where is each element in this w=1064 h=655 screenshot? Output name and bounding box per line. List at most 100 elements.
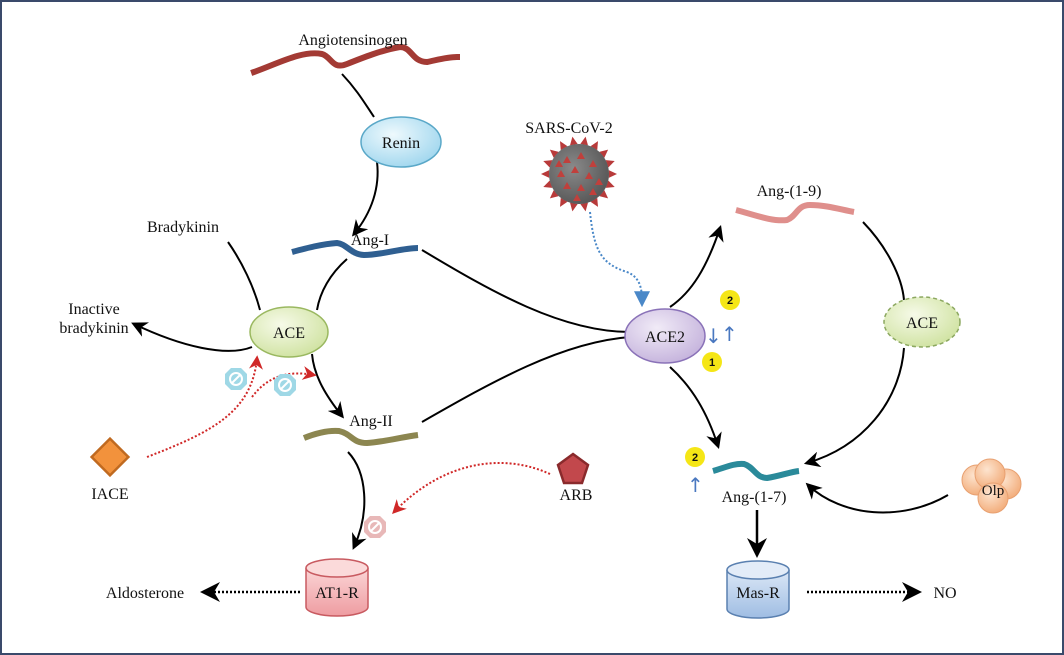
ace2-node[interactable]: ACE2 <box>624 308 706 364</box>
ang-i-label: Ang-I <box>351 232 389 249</box>
virus-spike <box>543 180 553 188</box>
olp-label: Olp <box>982 483 1005 499</box>
aldosterone-label: Aldosterone <box>106 585 184 602</box>
virus-body <box>549 144 609 204</box>
virus-spike <box>549 149 559 158</box>
olp-to-ang-1-7-arrow <box>805 482 949 514</box>
ang-ii-to-at1r-arrow <box>347 451 367 550</box>
arb-node[interactable]: ARB <box>556 452 593 504</box>
virus-spike <box>608 170 617 178</box>
at1r-label: AT1-R <box>315 585 359 602</box>
pentagon-icon <box>556 452 590 485</box>
ang-i-to-ace-line <box>316 258 348 311</box>
up-arrow-icon: ↑ <box>721 322 738 346</box>
coronavirus-icon <box>541 136 617 212</box>
prohibition-octagon-icon <box>274 374 296 396</box>
virus-spike <box>570 202 578 212</box>
renin-node[interactable]: Renin <box>360 116 442 168</box>
prohibition-octagon-icon <box>364 516 386 538</box>
badge-2-ang-1-7: 2 <box>685 447 705 467</box>
ace-left-label: ACE <box>273 325 305 342</box>
virus-protein <box>595 178 603 185</box>
mas-r-label: Mas-R <box>736 585 780 602</box>
ang-i-peptide <box>291 239 419 259</box>
bradykinin-line <box>227 241 261 311</box>
ang-1-7-peptide <box>712 460 800 482</box>
ace2-to-ang-1-7-arrow <box>669 366 722 450</box>
sars-cov-2-label: SARS-CoV-2 <box>525 120 612 137</box>
badge-1-ace2: 1 <box>702 352 722 372</box>
virus-protein <box>589 160 597 167</box>
ace2-to-ang-1-9-arrow <box>669 224 724 308</box>
ace-to-ang-ii-arrow <box>311 353 344 419</box>
no-label: NO <box>933 585 956 602</box>
ang-ii-peptide <box>302 427 419 447</box>
renin-label: Renin <box>382 135 420 152</box>
ace-left-node[interactable]: ACE <box>249 306 329 358</box>
angiotensinogen-to-renin-line <box>341 73 375 118</box>
ang-1-9-to-ace-line <box>862 221 905 301</box>
diamond-icon <box>89 436 131 478</box>
virus-protein <box>573 194 581 201</box>
virus-spike <box>590 197 598 207</box>
ang-i-to-ace2-line <box>421 249 631 333</box>
virus-spike <box>580 136 588 146</box>
virus-protein <box>589 188 597 195</box>
inactive-bradykinin-label-line2: bradykinin <box>59 320 128 337</box>
cylinder-icon <box>305 558 369 617</box>
virus-protein <box>555 160 563 167</box>
ang-1-9-peptide <box>735 201 855 224</box>
arb-to-at1r-inhibit-arrow <box>392 462 551 515</box>
virus-spike <box>560 197 568 207</box>
iace-label: IACE <box>91 486 128 503</box>
virus-spike <box>560 141 568 151</box>
angiotensinogen-peptide <box>250 43 461 76</box>
inactive-bradykinin-label-line1: Inactive <box>68 301 120 318</box>
ace2-label: ACE2 <box>645 329 685 346</box>
bradykinin-label: Bradykinin <box>147 219 219 236</box>
iace-node[interactable]: IACE <box>89 436 131 503</box>
ang-ii-label: Ang-II <box>349 413 393 430</box>
ang-1-9-label: Ang-(1-9) <box>757 183 822 200</box>
olp-node[interactable]: Olp <box>961 458 1022 514</box>
virus-protein <box>585 172 593 179</box>
prohibition-octagon-icon <box>225 368 247 390</box>
mas-r-receptor[interactable]: Mas-R <box>726 560 790 619</box>
ace-to-ang-1-7-arrow <box>803 347 905 468</box>
virus-spike <box>543 160 553 168</box>
virus-spike <box>590 141 598 151</box>
virus-protein <box>577 184 585 191</box>
sars-cov-2-node[interactable]: SARS-CoV-2 <box>525 120 617 212</box>
at1r-receptor[interactable]: AT1-R <box>305 558 369 617</box>
arb-label: ARB <box>560 487 593 504</box>
virus-spike <box>605 180 615 188</box>
virus-spike <box>605 160 615 168</box>
virus-protein <box>563 182 571 189</box>
virus-protein <box>563 156 571 163</box>
ace-to-inactive-bradykinin-arrow <box>131 322 253 352</box>
ace-right-label: ACE <box>906 315 938 332</box>
down-arrow-icon: ↓ <box>705 324 722 348</box>
virus-spike <box>599 149 609 158</box>
badge-2-ace2: 2 <box>720 290 740 310</box>
sars-cov-2-to-ace2-arrow <box>589 211 650 308</box>
ace-right-node[interactable]: ACE <box>883 296 961 348</box>
virus-protein <box>571 166 579 173</box>
virus-protein <box>557 170 565 177</box>
virus-spike <box>599 190 609 199</box>
virus-spike <box>549 190 559 199</box>
virus-spike <box>541 170 550 178</box>
ang-ii-to-ace2-line <box>421 336 631 423</box>
olp-cluster-icon <box>961 458 1022 514</box>
svg-text:1: 1 <box>709 357 715 369</box>
virus-spike <box>570 136 578 146</box>
svg-text:2: 2 <box>692 452 698 464</box>
virus-protein <box>577 152 585 159</box>
svg-text:2: 2 <box>727 295 733 307</box>
angiotensinogen-label: Angiotensinogen <box>298 32 407 49</box>
ang-1-7-label: Ang-(1-7) <box>722 489 787 506</box>
virus-spike <box>580 202 588 212</box>
up-arrow-icon: ↑ <box>687 473 704 497</box>
